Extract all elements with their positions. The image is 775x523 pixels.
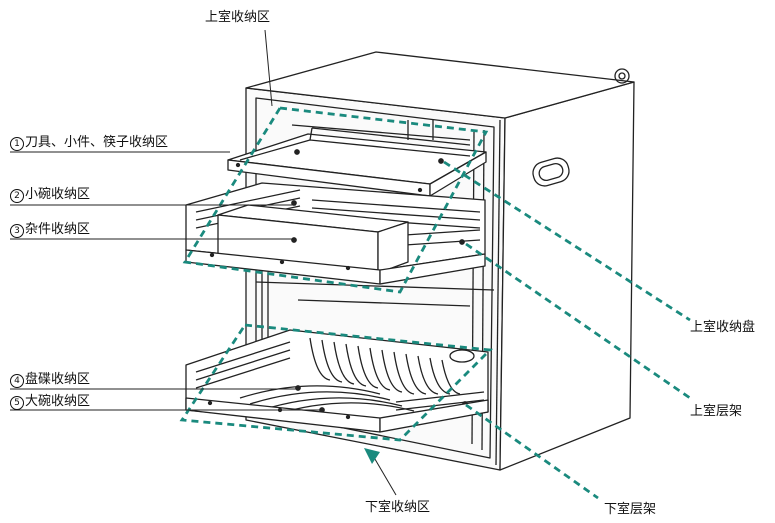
lower-zone-arrow <box>364 448 380 464</box>
label-upper-rack: 上室层架 <box>690 404 743 419</box>
zone2-number: 2 <box>10 189 24 203</box>
label-upper-tray: 上室收纳盘 <box>690 320 756 335</box>
top-panel <box>245 51 635 119</box>
zone3-text: 杂件收纳区 <box>25 222 91 237</box>
label-lower-zone: 下室收纳区 <box>365 500 431 515</box>
label-lower-rack: 下室层架 <box>604 502 657 517</box>
leader-upper-rack <box>465 242 691 400</box>
upper-tray-side <box>429 151 487 197</box>
upper-zone-outline <box>182 106 489 294</box>
lower-rack <box>185 329 489 433</box>
zone4-text: 盘碟收纳区 <box>25 372 91 387</box>
back-knob <box>614 68 630 84</box>
zone5-text: 大碗收纳区 <box>25 394 91 409</box>
leader-lines <box>10 29 397 496</box>
leader-upper-tray <box>443 160 691 322</box>
zone-outlines <box>179 106 494 442</box>
side-panel <box>499 81 635 471</box>
zone4-number: 4 <box>10 374 24 388</box>
front-frame-inner <box>255 97 495 459</box>
leader-upper-zone <box>264 29 273 107</box>
zone1-text: 刀具、小件、筷子收纳区 <box>25 135 169 150</box>
upper-rack <box>185 182 486 285</box>
zone5-number: 5 <box>10 396 24 410</box>
leader-lower-zone <box>371 453 397 496</box>
leader-lower-rack <box>465 403 599 500</box>
misc-drawer-side <box>377 221 409 274</box>
zone3-number: 3 <box>10 224 24 238</box>
side-handle <box>532 157 570 187</box>
zone2-text: 小碗收纳区 <box>25 187 91 202</box>
lower-zone-outline <box>179 323 494 442</box>
upper-tray <box>227 127 487 197</box>
label-upper-zone: 上室收纳区 <box>205 10 271 25</box>
zone1-number: 1 <box>10 137 24 151</box>
teal-leaders <box>443 160 691 500</box>
